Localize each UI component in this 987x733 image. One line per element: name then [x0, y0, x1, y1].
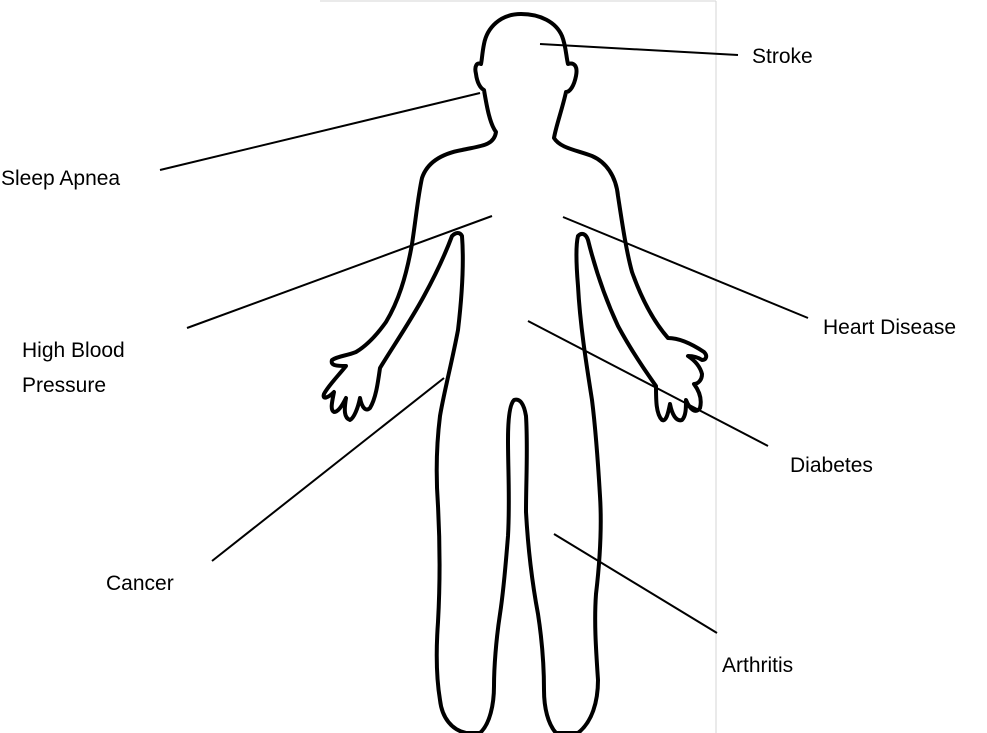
leader-lines	[160, 44, 808, 633]
arthritis-leader-line	[554, 534, 717, 633]
label-arthritis: Arthritis	[722, 654, 793, 677]
diabetes-leader-line	[528, 321, 768, 446]
label-heart-disease: Heart Disease	[823, 316, 956, 339]
cancer-leader-line	[212, 378, 444, 561]
label-diabetes: Diabetes	[790, 454, 873, 477]
label-high-blood-pressure-line2: Pressure	[22, 374, 106, 397]
condition-labels: Stroke Sleep Apnea High Blood Pressure H…	[1, 45, 956, 677]
label-stroke: Stroke	[752, 45, 813, 68]
body-silhouette	[324, 14, 707, 733]
heart-disease-leader-line	[563, 217, 808, 318]
high-blood-pressure-leader-line	[187, 216, 492, 328]
human-body-outline	[324, 14, 707, 733]
label-high-blood-pressure-line1: High Blood	[22, 339, 125, 362]
label-cancer: Cancer	[106, 572, 174, 595]
label-sleep-apnea: Sleep Apnea	[1, 167, 120, 190]
sleep-apnea-leader-line	[160, 93, 480, 170]
stroke-leader-line	[540, 44, 738, 55]
